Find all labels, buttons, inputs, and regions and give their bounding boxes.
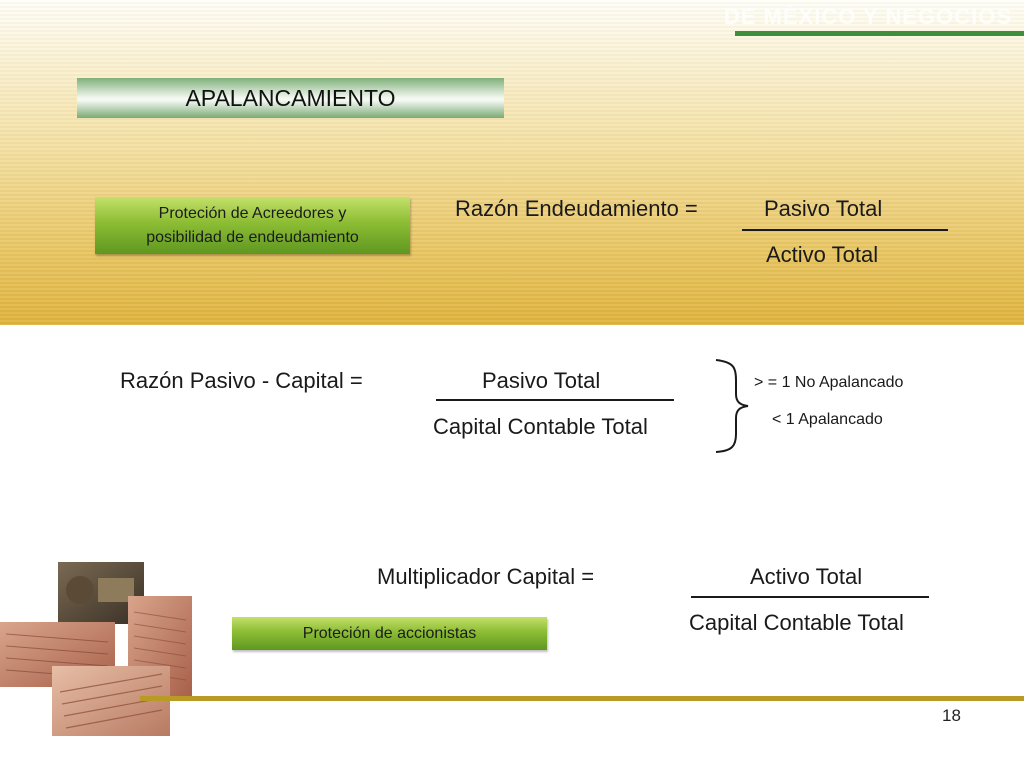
equity-multiplier-label: Multiplicador Capital = [377,564,595,589]
header-rule [735,31,1024,36]
debt-equity-label: Razón Pasivo - Capital = [120,368,363,393]
creditor-protection-box: Proteción de Acreedores y posibilidad de… [95,197,410,254]
debt-ratio-numerator: Pasivo Total [764,196,883,221]
slide-title: APALANCAMIENTO [77,78,504,118]
top-gradient-band [0,0,1024,325]
debt-equity-numerator: Pasivo Total [482,368,601,393]
creditor-box-line2: posibilidad de endeudamiento [146,228,359,246]
debt-ratio-denominator: Activo Total [766,242,879,267]
slide-title-text: APALANCAMIENTO [185,84,396,111]
newspaper-collage-icon [0,562,192,736]
curly-brace-icon [715,359,749,453]
debt-equity-fraction-line [436,399,674,401]
condition-not-leveraged: > = 1 No Apalancado [754,374,904,391]
footer-line [140,696,1024,701]
equity-multiplier-denominator: Capital Contable Total [689,610,904,635]
header-text: DE MÉXICO Y NEGOCIOS [723,4,1012,29]
debt-ratio-fraction-line [742,229,948,231]
equity-multiplier-fraction-line [691,596,929,598]
equity-multiplier-numerator: Activo Total [750,564,863,589]
creditor-box-line1: Proteción de Acreedores y [158,204,347,222]
debt-equity-denominator: Capital Contable Total [433,414,648,439]
shareholder-protection-box: Proteción de accionistas [232,617,547,650]
debt-ratio-label: Razón Endeudamiento = [455,196,698,221]
page-number: 18 [942,706,961,725]
shareholder-box-text: Proteción de accionistas [302,624,477,642]
condition-leveraged: < 1 Apalancado [772,411,883,428]
